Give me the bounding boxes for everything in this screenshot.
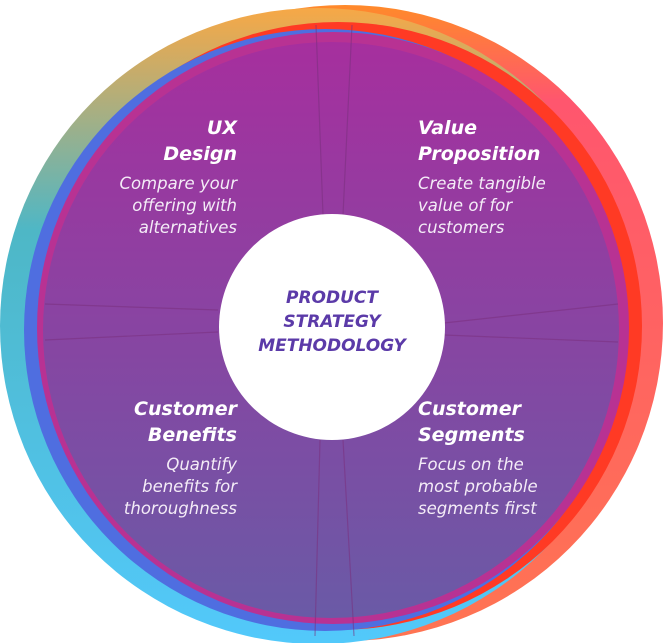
title-line: UX: [206, 117, 237, 139]
quadrant-description: Focus on the most probable segments firs…: [418, 454, 618, 520]
title-line: Customer: [418, 398, 521, 420]
desc-line: Quantify: [166, 455, 237, 474]
desc-line: Focus on the: [418, 455, 524, 474]
title-line: Design: [163, 143, 237, 165]
quadrant-value-proposition: Value Proposition Create tangible value …: [418, 115, 618, 239]
desc-line: benefits for: [142, 477, 237, 496]
quadrant-title: Customer Segments: [418, 396, 618, 448]
desc-line: Create tangible: [418, 174, 546, 193]
desc-line: alternatives: [138, 218, 237, 237]
center-label: PRODUCT STRATEGY METHODOLOGY: [232, 286, 432, 358]
quadrant-ux-design: UX Design Compare your offering with alt…: [37, 115, 237, 239]
divider-right-2: [443, 334, 619, 343]
quadrant-description: Create tangible value of for customers: [418, 173, 618, 239]
divider-left-2: [44, 331, 219, 341]
desc-line: thoroughness: [123, 499, 237, 518]
quadrant-customer-benefits: Customer Benefits Quantify benefits for …: [37, 396, 237, 520]
quadrant-title: Value Proposition: [418, 115, 618, 167]
desc-line: most probable: [418, 477, 538, 496]
title-line: Customer: [134, 398, 237, 420]
divider-left-1: [44, 303, 219, 311]
desc-line: Compare your: [119, 174, 237, 193]
desc-line: customers: [418, 218, 505, 237]
title-line: Value: [418, 117, 477, 139]
center-circle: [219, 214, 445, 440]
quadrant-title: UX Design: [37, 115, 237, 167]
quadrant-title: Customer Benefits: [37, 396, 237, 448]
divider-top-1: [315, 24, 324, 216]
divider-top-2: [342, 24, 353, 216]
quadrant-description: Quantify benefits for thoroughness: [37, 454, 237, 520]
title-line: Proposition: [418, 143, 541, 165]
center-line: PRODUCT: [286, 288, 378, 308]
desc-line: segments first: [418, 499, 537, 518]
divider-bottom-2: [342, 439, 355, 637]
desc-line: value of for: [418, 196, 513, 215]
divider-bottom-1: [314, 439, 321, 637]
divider-right-1: [443, 303, 619, 324]
title-line: Segments: [418, 424, 525, 446]
quadrant-description: Compare your offering with alternatives: [37, 173, 237, 239]
quadrant-customer-segments: Customer Segments Focus on the most prob…: [418, 396, 618, 520]
title-line: Benefits: [147, 424, 237, 446]
dividers: [44, 24, 619, 637]
desc-line: offering with: [132, 196, 237, 215]
center-line: METHODOLOGY: [258, 336, 406, 356]
center-line: STRATEGY: [283, 312, 381, 332]
